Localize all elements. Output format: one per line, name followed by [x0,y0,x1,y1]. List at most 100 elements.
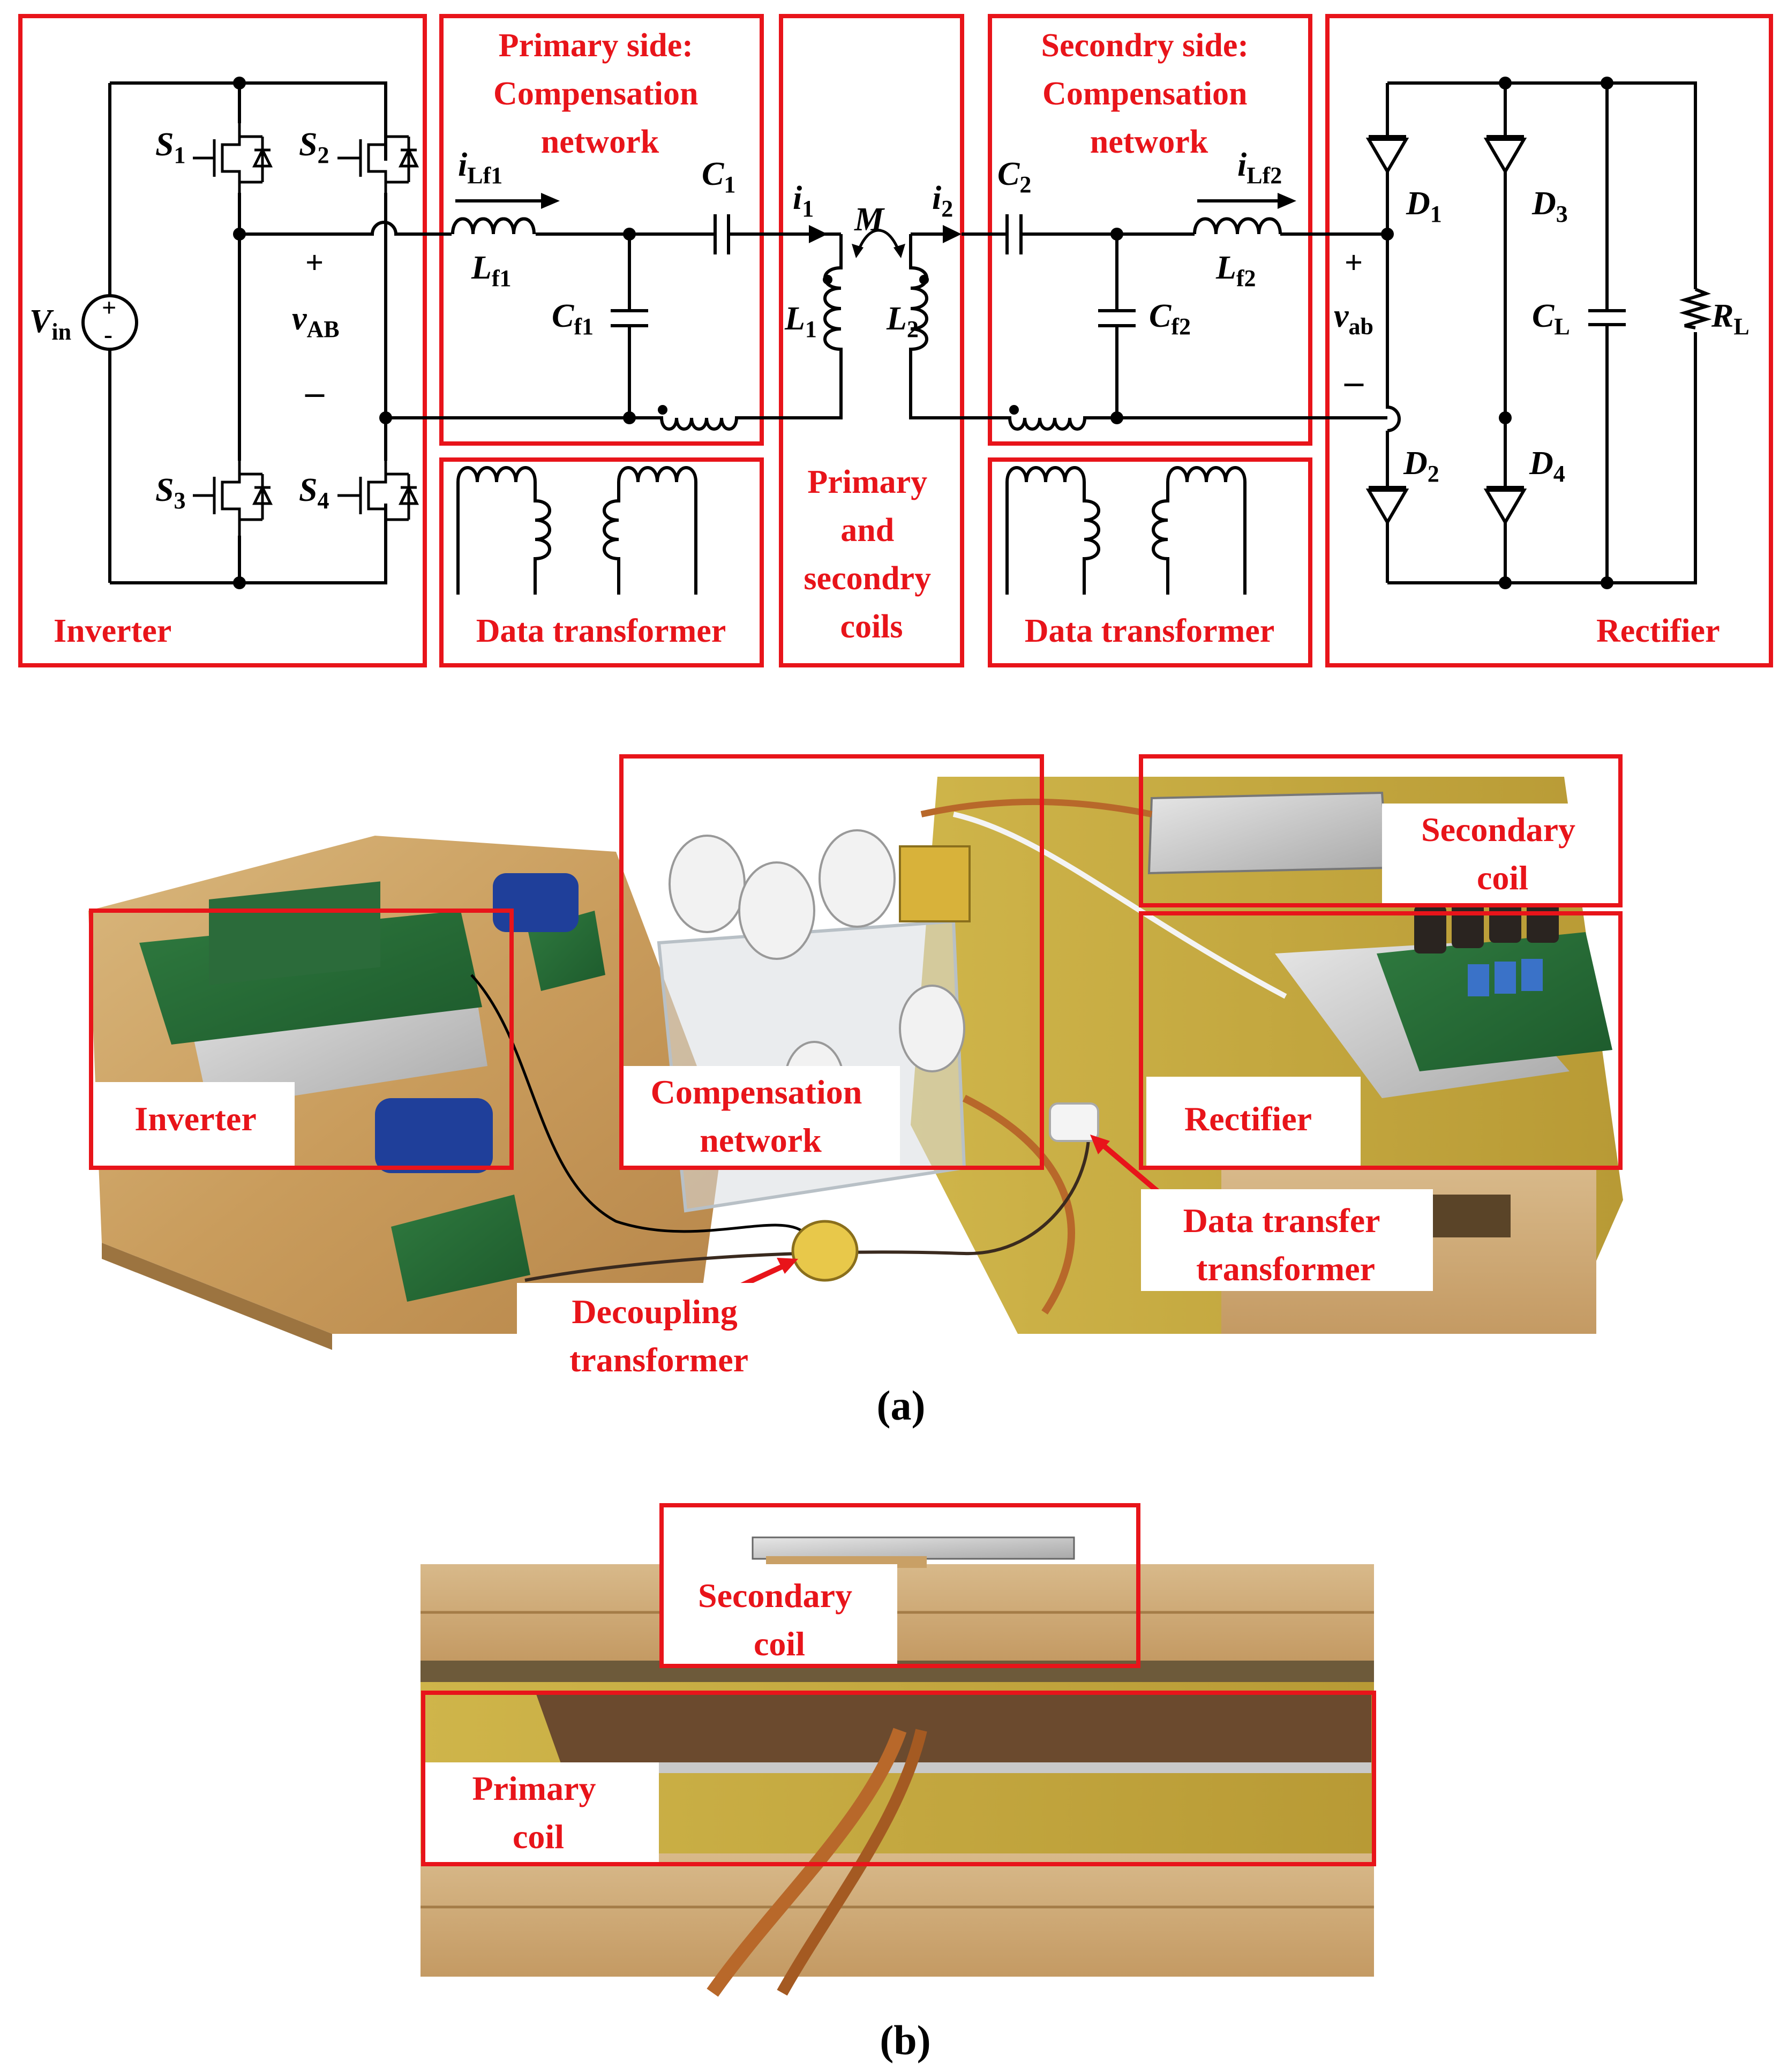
secondary-compensation-block [988,14,1312,446]
photo-a-cable-2 [952,812,1287,999]
data-transformer-secondary-symbol [1005,466,1247,595]
mutual-arrow-left [852,244,864,258]
l1-dot [823,275,832,284]
junction-d-top-right [1499,77,1512,89]
label-s1: S1 [155,126,185,168]
label-inverter: Inverter [54,613,171,649]
label-vab2-plus: + [1345,245,1363,280]
label-data-transformer-primary: Data transformer [476,613,726,649]
diode-d4 [1483,486,1527,525]
label-lf2: Lf2 [1215,250,1256,291]
mutual-arrow-right [894,244,905,258]
label-ilf1: iLf1 [458,147,502,189]
rl-resistor [1679,288,1712,329]
photo-a-decoupling-transformer [791,1220,859,1282]
photo-a-litz-2 [920,798,1153,817]
photo-b-frame-secondary-coil [659,1503,1140,1668]
photo-a-arrow-decoupling-head [777,1258,798,1274]
label-i2: i2 [932,180,953,222]
photo-b-frame-primary-coil [421,1691,1376,1866]
junction-a [233,228,246,241]
primary-compensation-block [439,14,764,446]
photo-a-label-compensation: Compensation network [651,1073,871,1159]
photo-a-cable-1 [470,974,805,1233]
data-transformer-primary-symbol [456,466,697,595]
diode-d2 [1365,486,1409,525]
c1-plates [714,214,730,254]
label-s3: S3 [155,472,185,514]
label-vin: Vin [29,303,71,345]
rectifier-leg-1 [1386,83,1401,583]
photo-b-primary-plate-edge [562,1762,1371,1773]
photo-b-litz [707,1728,907,1997]
photo-a-label-data-transfer: Data transfer transformer [1183,1202,1388,1288]
inverter-top-bus [110,81,387,161]
label-lf1: Lf1 [471,250,512,291]
decoupling-primary-dot [658,405,667,415]
photo-b: Secondary coil Primary coil (b) [421,1503,1376,2063]
i2-arrowhead [943,225,962,243]
photo-a-plate-compensation [621,1066,900,1168]
photo-b-label-secondary-coil: Secondary coil [698,1576,861,1663]
label-m: M [854,201,885,238]
photo-a-blue-transformer-1 [375,1098,493,1173]
photo-a-twisted-pair [524,1114,1091,1282]
vin-source-minus: - [104,320,112,349]
diode-d3 [1483,135,1527,175]
i1-arrowhead [809,225,828,243]
label-vab2-minus: – [1344,361,1364,402]
photo-a-driver-board-1 [391,1195,530,1302]
decoupling-primary-wire [629,375,843,431]
mutual-arc [855,229,902,255]
mosfet-s1 [193,123,273,193]
mosfet-s4 [337,461,419,536]
rectifier-block [1325,14,1773,667]
junction-cl-top [1601,77,1613,89]
decoupling-secondary-wire [1002,416,1387,431]
label-d2: D2 [1403,445,1439,487]
photo-b-caption: (b) [880,2017,930,2063]
photo-a-label-secondary-coil: Secondary coil [1421,810,1584,897]
photo-a-table-left-edge [102,1243,332,1350]
photo-a-frame-rectifier [1139,911,1623,1170]
junction-cl-bottom [1601,576,1613,589]
label-i1: i1 [793,180,814,222]
photo-a-rectifier-pcb [1377,932,1612,1071]
cf1-plates [611,309,648,327]
photo-a-label-inverter: Inverter [134,1100,256,1138]
coil-l1 [823,234,843,375]
photo-a-caption: (a) [877,1382,926,1429]
vin-source-plus: + [102,294,116,322]
photo-a-frame-secondary-coil [1139,754,1623,907]
photo-a-compensation-inductor [899,845,971,922]
label-rectifier: Rectifier [1596,613,1720,649]
label-d3: D3 [1531,185,1568,227]
inductor-lf1-arcs [451,217,536,235]
photo-b-primary-plate [536,1693,1371,1768]
l2-dot [919,275,929,284]
c1-gap [715,228,728,242]
junction-top [233,77,246,89]
photo-a-data-transfer-transformer [1049,1102,1099,1142]
decoupling-secondary-dot [1009,405,1019,415]
label-ilf2: iLf2 [1237,147,1282,189]
photo-a-frame-inverter [89,909,514,1170]
secondary-data-transformer-block [988,457,1312,667]
label-s4: S4 [299,472,329,514]
label-data-transformer-secondary: Data transformer [1025,613,1275,649]
label-l1: L1 [784,301,817,342]
photo-a-plate-decoupling [517,1283,801,1385]
photo-a-blue-transformer-2 [493,873,579,932]
label-secondary-compensation: Secondry side: Compensation network [1041,27,1257,160]
label-l2: L2 [886,301,919,342]
ilf1-arrowhead [541,193,560,209]
rectifier-top-bus [1387,81,1697,584]
label-primary-compensation: Primary side: Compensation network [493,27,707,160]
junction-b [379,411,392,424]
photo-a-arrow-data-transfer-head [1090,1135,1110,1154]
photo-a-plate-secondary [1382,804,1612,905]
photo-a: Inverter Compensation network Secondary … [88,754,1623,1429]
photo-b-plate-secondary [662,1564,897,1666]
label-vab-minus: – [305,372,325,413]
label-vab-plus: + [305,245,324,280]
